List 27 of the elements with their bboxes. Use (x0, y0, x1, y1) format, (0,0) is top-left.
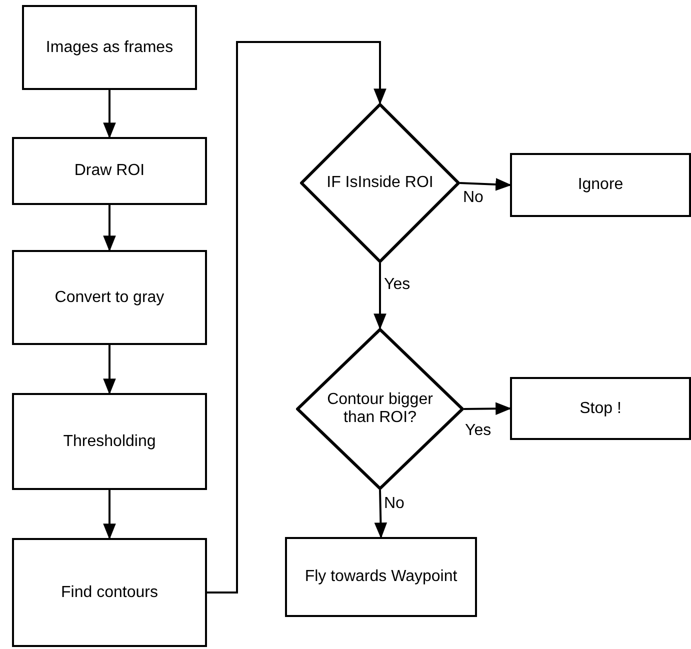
arrow (103, 345, 116, 395)
arrow (464, 402, 512, 416)
node-text: IF IsInside ROI (326, 174, 434, 192)
node-text: Ignore (578, 176, 624, 194)
arrow (374, 490, 388, 539)
process-box (12, 538, 207, 647)
arrow (103, 490, 116, 540)
arrow (207, 41, 386, 594)
node-text: Find contours (61, 584, 158, 602)
node-text: Convert to gray (54, 288, 164, 306)
node-text: Fly towards Waypoint (304, 568, 458, 586)
node-text: Thresholding (63, 432, 156, 450)
node-text: Images as frames (46, 38, 174, 56)
process-box (12, 137, 207, 205)
process-box (510, 377, 691, 440)
arrow (103, 90, 116, 139)
arrow (460, 178, 512, 191)
process-box (510, 153, 691, 217)
process-box (12, 250, 207, 345)
process-box (12, 393, 207, 490)
arrow (103, 205, 116, 252)
arrow (374, 263, 386, 330)
process-box (22, 5, 197, 90)
process-box (285, 537, 477, 617)
node-text: Draw ROI (74, 162, 145, 180)
node-text: Stop ! (580, 400, 622, 418)
node-text: Contour bigger than ROI? (326, 391, 434, 427)
